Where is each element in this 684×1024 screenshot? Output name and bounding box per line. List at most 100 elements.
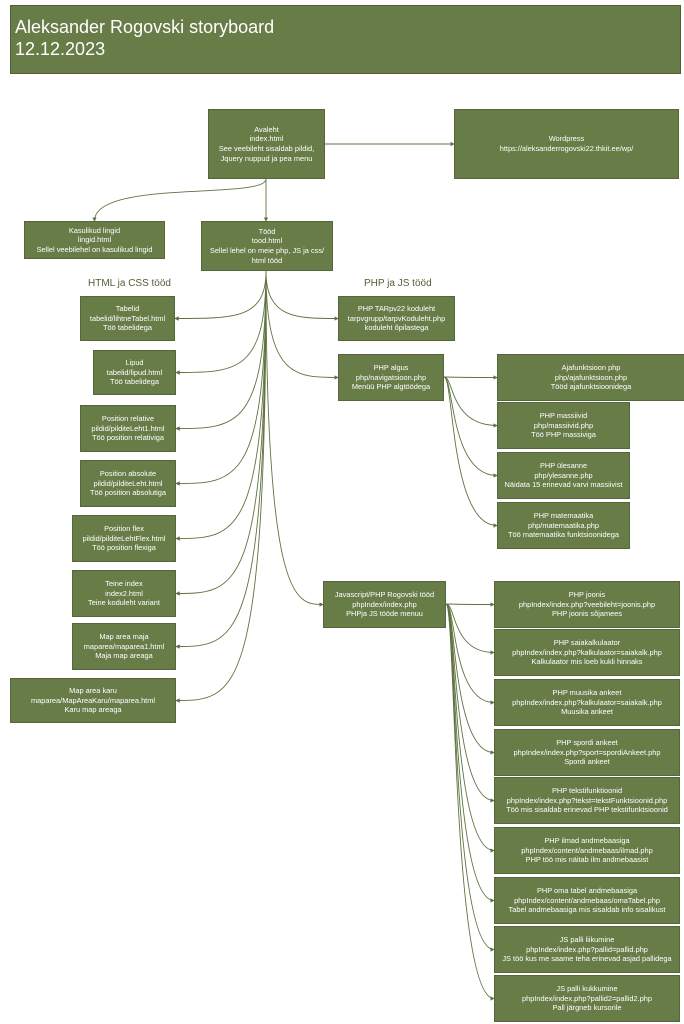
node-line: phpIndex/index.php [352, 599, 417, 609]
link-js-pallid2 [445, 603, 495, 1001]
node-line: phpIndex/index.php?kalkulaator=saiakalk.… [512, 647, 662, 657]
node-line: Spordi ankeet [564, 757, 610, 767]
node-line: Töö tabelidega [110, 377, 159, 387]
link-tood-tabelid [174, 270, 267, 321]
link-tood-pos-relative [175, 270, 267, 431]
node-line: Töö mis sisaldab erinevad PHP tekstifunk… [506, 805, 668, 815]
node-line: PHP töö mis näitab ilm andmebaasist [525, 855, 649, 865]
node-line: phpIndex/index.php?sport=spordiAnkeet.ph… [513, 747, 661, 757]
title-banner: Aleksander Rogovski storyboard 12.12.202… [10, 5, 681, 74]
node-line: PHP tekstifunktioonid [551, 786, 623, 796]
node-line: Teine koduleht variant [88, 598, 160, 608]
node-line: Töö position flexiga [92, 543, 156, 553]
node-line: php/ajafunktsioon.php [554, 372, 628, 382]
node-line: JS töö kus me saame teha erinevad asjad … [502, 954, 672, 964]
node-line: Kasulikud lingid [68, 225, 121, 235]
node-line: phpIndex/index.php?veebileht=joonis.php [518, 599, 656, 609]
node-line: pildid/pilditeLehtFlex.html [82, 533, 166, 543]
link-tood-php-tarpv [265, 270, 339, 321]
node-line: PHP muusika ankeet [552, 688, 622, 698]
node-line: Avaleht [254, 124, 279, 134]
link-tood-teine-index [175, 270, 267, 596]
node-line: PHP spordi ankeet [556, 738, 618, 748]
node-line: Kalkulaator mis loeb kukli hinnaks [531, 657, 643, 667]
node-line: Lipud [125, 358, 144, 368]
node-line: tabelid/lihtneTabel.html [89, 313, 166, 323]
node-line: PHP matemaatika [533, 511, 594, 521]
node-line: Sellel lehel on meie php, JS ja css/ [209, 246, 325, 255]
node-line: See veebileht sisaldab pildid, [218, 144, 315, 153]
node-line: Wordpress [548, 134, 585, 144]
node-line: Töö PHP massiviga [531, 430, 596, 440]
link-tood-php-algus [265, 270, 339, 380]
link-tood-pos-flex [175, 270, 267, 541]
node-line: koduleht õpilastega [364, 323, 429, 333]
link-tood-map-maja [175, 270, 267, 649]
link-avaleht-kasulikud [92, 178, 267, 222]
node-line: Töö tabelidega [103, 323, 152, 333]
node-line: pildid/pilditeLeht1.html [91, 423, 165, 433]
node-line: PHP joonis sõjamees [551, 609, 623, 619]
node-line: maparea/MapAreaKaru/maparea.html [30, 695, 156, 705]
node-line: phpIndex/index.php?pallid=pallid.php [526, 944, 648, 954]
node-line: Position absolute [99, 469, 157, 479]
link-tood-pos-absolute [175, 270, 267, 486]
node-line: Tabel andmebaasiga mis sisaldab info sis… [508, 905, 666, 915]
node-line: Töö matemaatika funktsioonidega [508, 530, 619, 540]
node-line: Menüü PHP algtöödega [351, 382, 431, 392]
node-line: Töö position absolutiga [89, 488, 166, 498]
node-line: PHP algus [373, 363, 409, 373]
page-title: Aleksander Rogovski storyboard [15, 17, 275, 37]
node-line: Töö position relativiga [92, 433, 164, 443]
node-line: phpIndex/index.php?kalkulaator=saiakalk.… [512, 697, 662, 707]
node-line: tarpvgrupp/tarpvKoduleht.php [347, 313, 446, 323]
node-line: PHP oma tabel andmebaasiga [536, 886, 638, 896]
node-line: phpIndex/content/andmebaas/ilmad.php [521, 845, 653, 855]
link-js-saiakalkulaator [445, 603, 495, 655]
link-algus-massiivid [443, 376, 498, 428]
node-line: php/ylesanne.php [534, 470, 593, 480]
node-line: html tööd [251, 255, 283, 265]
node-line: php/navigatsioon.php [355, 372, 427, 382]
node-line: PHP massiivid [539, 411, 588, 421]
link-tood-lipud [175, 270, 267, 375]
node-line: php/massiivid.php [533, 420, 594, 430]
node-line: Karu map areaga [64, 705, 122, 715]
link-algus-ulesanne [443, 376, 498, 478]
node-line: JS palli kukkumine [556, 984, 618, 994]
node-line: PHP ülesanne [539, 461, 588, 471]
node-line: Javascript/PHP Rogovski tööd [334, 590, 435, 600]
node-line: maparea/maparea1.html [83, 641, 165, 651]
node-line: phpIndex/content/andmebaas/omaTabel.php [514, 895, 660, 905]
node-line: Map area karu [69, 686, 117, 696]
node-line: lingid.html [77, 235, 112, 245]
node-line: Tööd [258, 226, 276, 236]
node-line: php/matemaatika.php [527, 520, 600, 530]
node-line: index.html [249, 134, 284, 144]
node-line: pildid/pilditeLeht.html [93, 478, 163, 488]
node-line: phpIndex/index.php?tekst=tekstFunktsioon… [506, 795, 668, 805]
node-line: index2.html [105, 588, 143, 598]
node-line: JS palli liikumine [559, 935, 615, 945]
link-algus-ajafunktsioon [443, 375, 498, 380]
node-line: Tabelid [115, 304, 140, 314]
node-line: PHPja JS tööde menuu [346, 609, 423, 619]
node-line: tabelid/lipud.html [106, 367, 163, 377]
